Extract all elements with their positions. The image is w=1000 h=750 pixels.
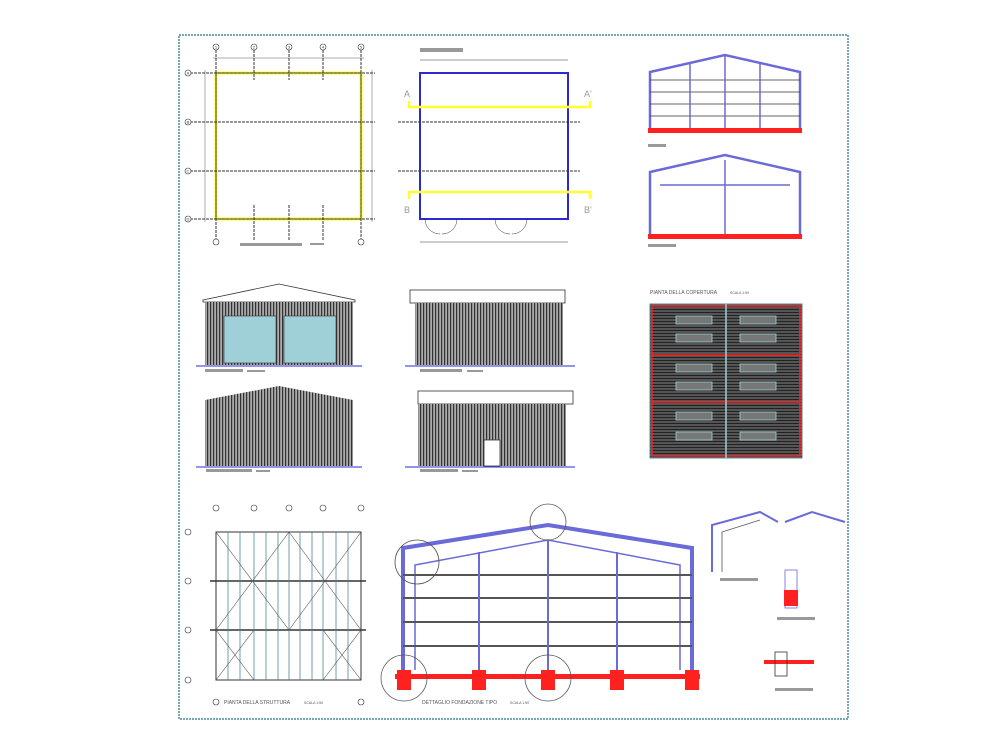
section-a-start: A <box>404 89 410 99</box>
structural-section-detail: DETTAGLIO FONDAZIONE TIPO SCALA 1:50 <box>380 503 700 706</box>
structure-plan-title: PIANTA DELLA STRUTTURA <box>224 700 291 706</box>
front-elevation <box>196 283 362 372</box>
cross-section-a <box>648 53 802 147</box>
side-elevation-2 <box>405 390 575 472</box>
structure-plan-scale: SCALA 1:50 <box>304 701 323 705</box>
grid-row-c: C <box>187 169 190 174</box>
roof-plan: PIANTA DELLA COPERTURA SCALA 1:50 <box>649 290 803 459</box>
grid-row-d: D <box>187 217 190 222</box>
foundation-detail-title: DETTAGLIO FONDAZIONE TIPO <box>422 700 497 706</box>
section-key-plan: A A' B B' <box>398 48 592 243</box>
back-elevation <box>196 386 362 472</box>
foundation-detail-scale: SCALA 1:50 <box>510 701 529 705</box>
floor-plan: A B C D 1 2 3 4 5 <box>184 43 375 246</box>
section-a-end: A' <box>584 89 592 99</box>
section-b-start: B <box>404 205 410 215</box>
cross-section-b <box>648 153 802 247</box>
connection-details <box>711 510 846 691</box>
structure-plan: PIANTA DELLA STRUTTURA SCALA 1:50 <box>184 504 366 706</box>
grid-col-4: 4 <box>322 45 325 50</box>
grid-row-a: A <box>187 71 190 76</box>
grid-row-b: B <box>187 120 190 125</box>
roof-plan-scale: SCALA 1:50 <box>730 291 749 295</box>
section-b-end: B' <box>584 205 592 215</box>
grid-col-2: 2 <box>253 45 256 50</box>
grid-col-5: 5 <box>360 45 363 50</box>
sheet-border <box>178 34 849 720</box>
roof-plan-title: PIANTA DELLA COPERTURA <box>650 290 718 296</box>
grid-col-3: 3 <box>288 45 291 50</box>
side-elevation-1 <box>405 289 575 372</box>
grid-col-1: 1 <box>215 45 218 50</box>
